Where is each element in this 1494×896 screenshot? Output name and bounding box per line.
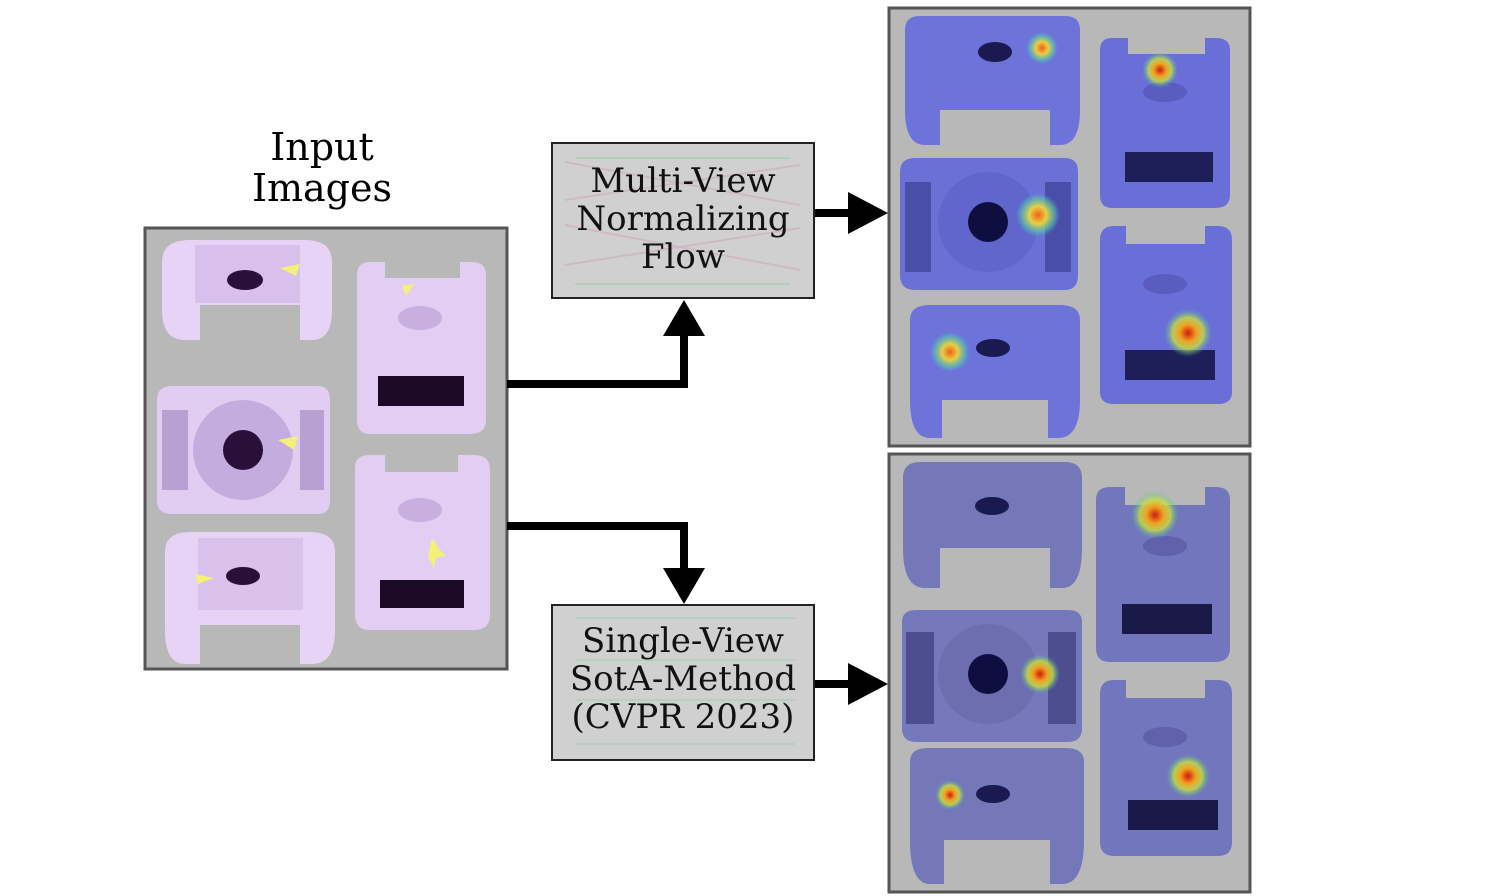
multi-view-box-label: Multi-View Normalizing Flow (552, 162, 814, 276)
single-view-sota-box (551, 604, 815, 761)
defect-marker (278, 436, 298, 450)
sv-heatmap-circle (902, 610, 1082, 742)
input-title-line1: Input (270, 125, 374, 169)
singleview-output-panel (887, 452, 1252, 894)
defect-marker (195, 574, 214, 584)
mv-heatmap-circle (900, 158, 1078, 290)
defect-marker (280, 264, 300, 276)
input-part-top-2 (355, 455, 490, 630)
sv-heatmap-top-1 (1096, 487, 1230, 662)
sv-heatmap-front-1 (903, 462, 1082, 588)
mv-heatmap-front-1 (905, 16, 1080, 145)
defect-marker (428, 538, 446, 568)
mv-line1: Multi-View (590, 161, 776, 201)
sv-heatmap-front-2 (910, 748, 1084, 884)
connector-to-multiview (507, 300, 705, 388)
single-view-box-label: Single-View SotA-Method (CVPR 2023) (552, 622, 814, 736)
connector-to-singleview (507, 522, 705, 604)
input-part-circle (157, 386, 330, 514)
defect-marker (402, 284, 414, 296)
multi-view-flow-box (551, 142, 815, 299)
multiview-output-panel (887, 6, 1252, 448)
mv-heatmap-front-2 (910, 305, 1080, 438)
input-part-front-1 (162, 240, 332, 340)
input-part-front-2 (165, 532, 335, 664)
sv-line1: Single-View (582, 621, 784, 661)
mv-line2: Normalizing (576, 199, 790, 239)
input-images-title: Input Images (222, 128, 422, 210)
mv-line3: Flow (640, 237, 726, 277)
mv-heatmap-top-2 (1100, 226, 1232, 404)
sv-heatmap-top-2 (1100, 680, 1232, 856)
sv-line2: SotA-Method (569, 659, 797, 699)
input-title-line2: Images (251, 166, 392, 210)
sv-line3: (CVPR 2023) (571, 697, 795, 737)
mv-heatmap-top-1 (1100, 38, 1230, 208)
arrow-singleview-output (815, 663, 888, 705)
input-images-panel (143, 226, 509, 671)
arrow-multiview-output (815, 192, 888, 234)
input-part-top-1 (357, 262, 486, 434)
